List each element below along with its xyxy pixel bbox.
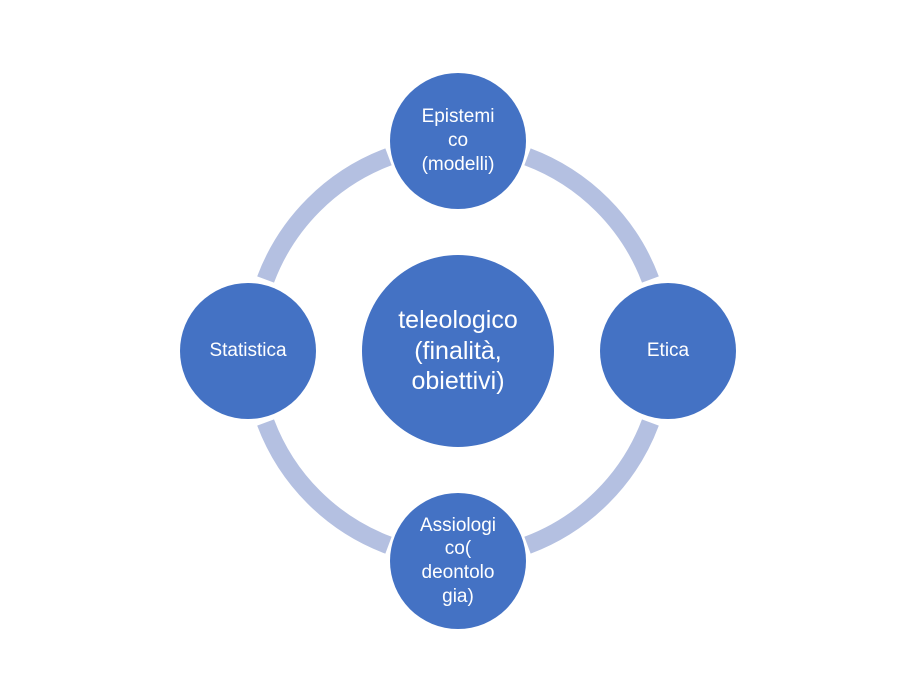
right-node-label: Etica <box>646 340 690 362</box>
arc-bottom-left <box>257 419 392 554</box>
bottom-node-label: Assiologi co( deontolo gia) <box>419 514 497 607</box>
top-node: Epistemi co (modelli) <box>390 73 526 209</box>
right-node: Etica <box>600 283 736 419</box>
top-node-label: Epistemi co (modelli) <box>421 106 495 175</box>
arc-top-right <box>524 148 659 283</box>
arc-right-bottom <box>524 419 659 554</box>
center-node-label: teleologico (finalità, obiettivi) <box>398 306 518 396</box>
left-node-label: Statistica <box>209 340 287 362</box>
arc-left-top <box>257 148 392 283</box>
bottom-node: Assiologi co( deontolo gia) <box>390 493 526 629</box>
center-node: teleologico (finalità, obiettivi) <box>362 255 554 447</box>
left-node: Statistica <box>180 283 316 419</box>
